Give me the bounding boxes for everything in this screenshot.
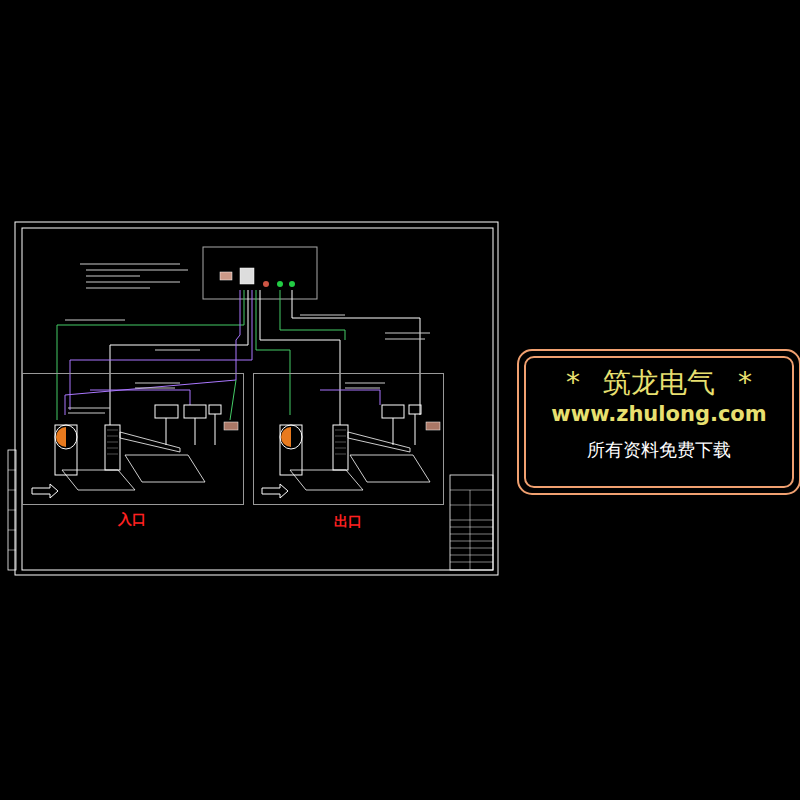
- region-box: 入口: [22, 373, 244, 505]
- region-box: 出口: [253, 373, 444, 505]
- watermark-box: * 筑龙电气 *www.zhulong.com 所有资料免费下载: [524, 356, 794, 488]
- watermark-slogan: 所有资料免费下载: [526, 438, 792, 462]
- region-label: 出口: [254, 513, 441, 531]
- watermark-url: www.zhulong.com: [526, 402, 792, 426]
- watermark-title: * 筑龙电气 *: [526, 364, 792, 402]
- region-label: 入口: [23, 511, 241, 529]
